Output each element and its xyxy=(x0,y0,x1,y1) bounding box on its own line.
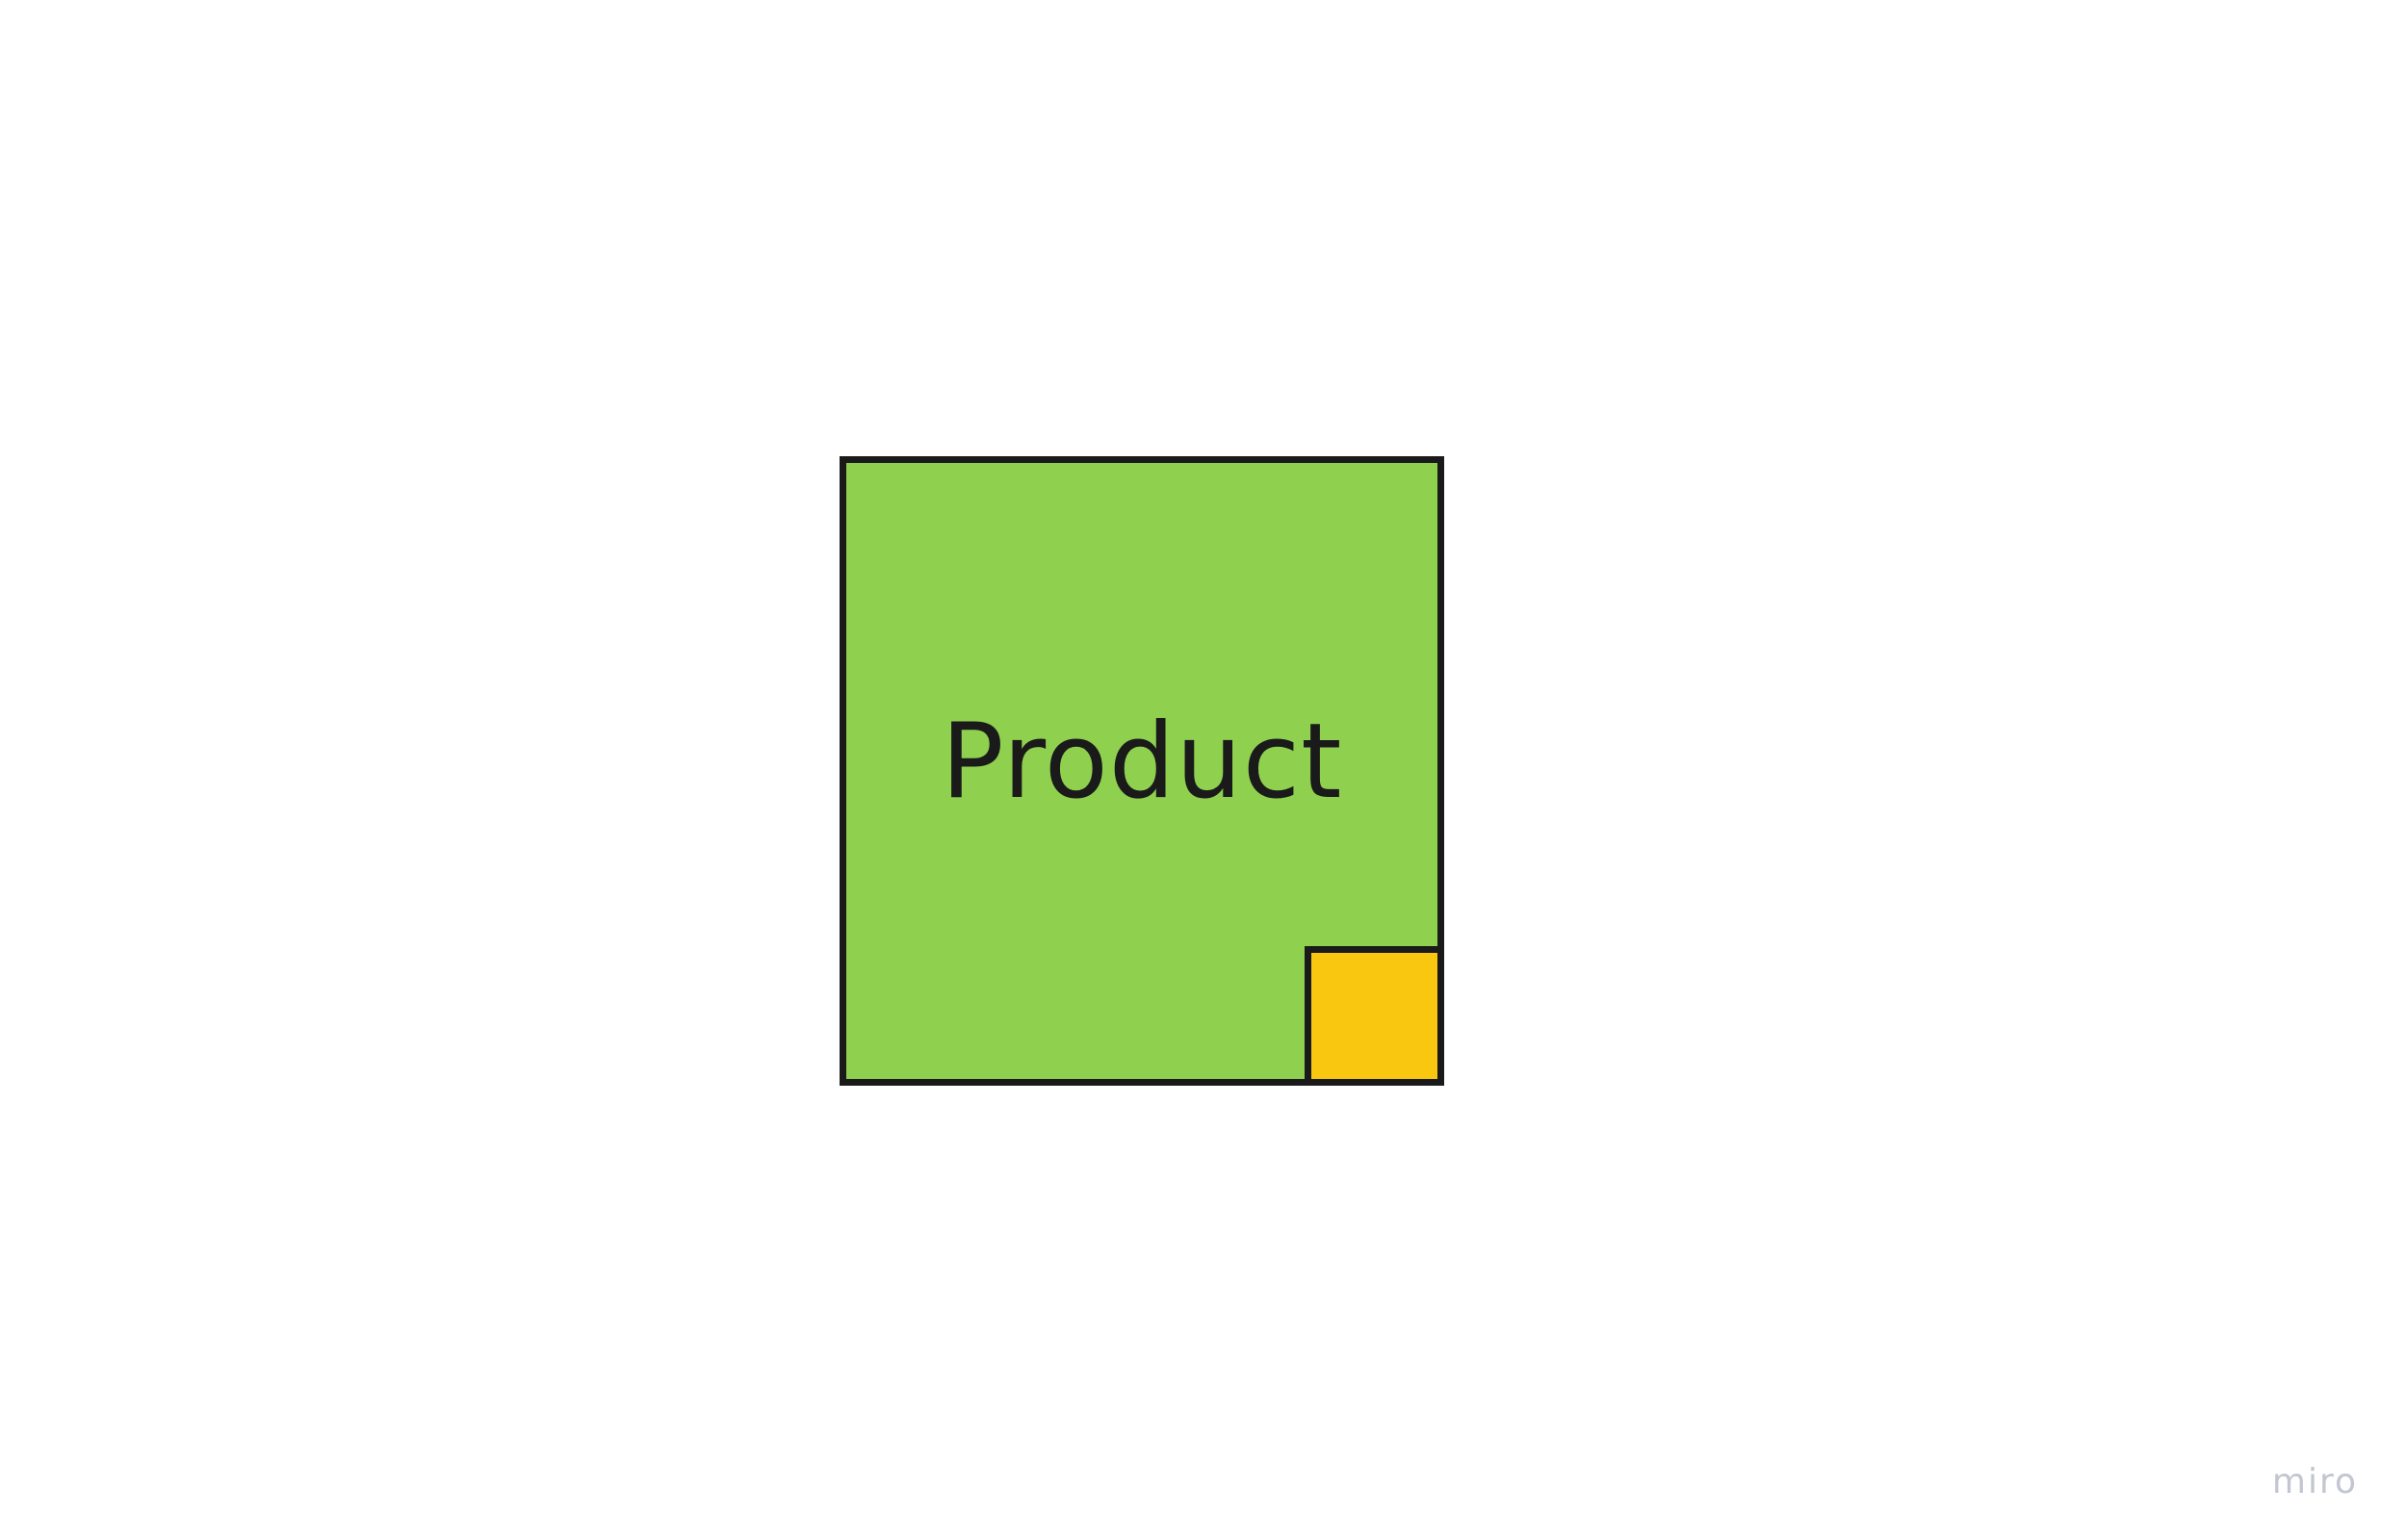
miro-watermark: miro xyxy=(2271,1462,2358,1502)
product-node[interactable]: Product xyxy=(840,456,1444,1086)
corner-marker[interactable] xyxy=(1305,946,1444,1086)
product-label: Product xyxy=(941,701,1343,822)
